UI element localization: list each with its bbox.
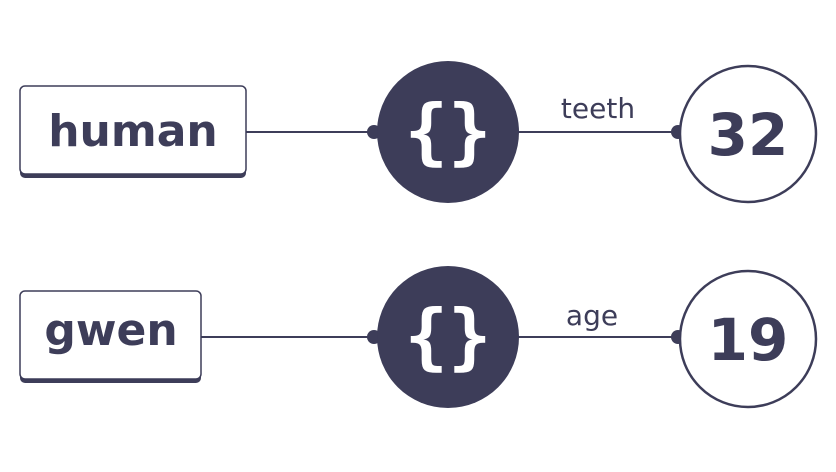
curly-braces-icon: {}: [405, 89, 492, 173]
diagram-row: human {} teeth 32: [19, 61, 818, 204]
value-node[interactable]: 32: [678, 64, 818, 204]
value-node[interactable]: 19: [678, 269, 818, 409]
variable-name: gwen: [44, 305, 177, 356]
variable-box[interactable]: gwen: [19, 290, 202, 383]
object-node[interactable]: {}: [377, 61, 519, 203]
value-text: 19: [708, 306, 789, 374]
object-node[interactable]: {}: [377, 266, 519, 408]
variable-name: human: [48, 106, 218, 157]
curly-braces-icon: {}: [405, 294, 492, 378]
variable-box[interactable]: human: [19, 85, 247, 178]
property-label: teeth: [561, 92, 635, 125]
value-text: 32: [708, 101, 789, 169]
property-label: age: [566, 299, 618, 332]
diagram-row: gwen {} age 19: [19, 266, 818, 409]
